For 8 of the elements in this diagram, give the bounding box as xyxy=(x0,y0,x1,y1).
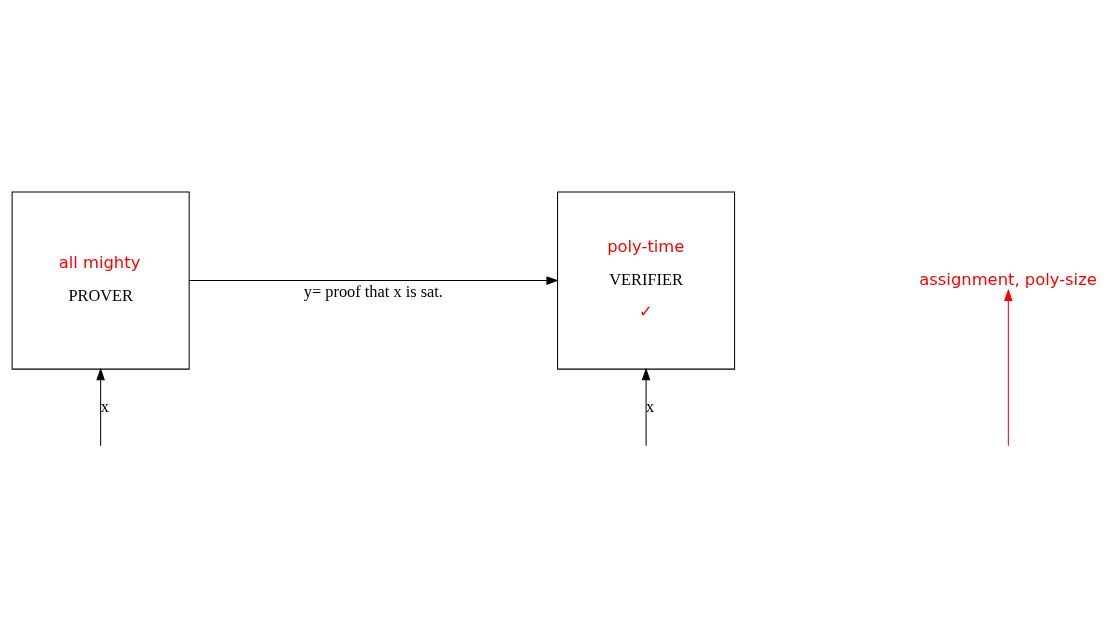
node-box: all mighty PROVER xyxy=(11,191,190,370)
edge-label: x xyxy=(100,396,109,416)
arrow xyxy=(1004,288,1013,447)
edge-label: y= proof that x is sat. xyxy=(303,281,443,301)
arrow xyxy=(188,276,559,285)
node-box: poly-time VERIFIER ✓ xyxy=(557,191,736,370)
arrow xyxy=(96,367,105,447)
node-text: assignment, poly-size xyxy=(919,269,1097,289)
